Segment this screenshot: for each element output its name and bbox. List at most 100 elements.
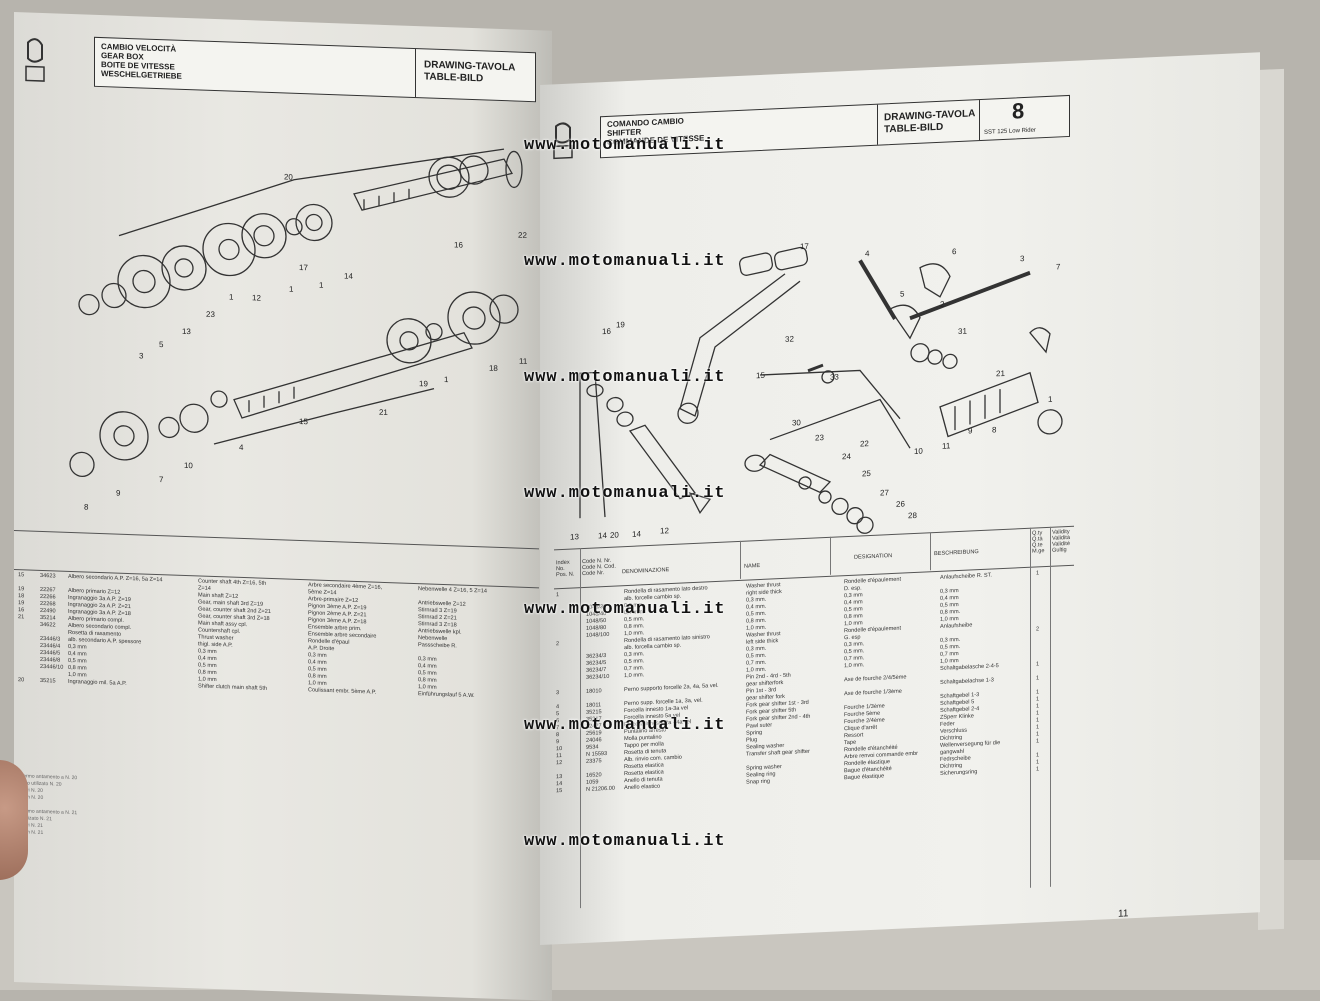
callout-label: 30 bbox=[792, 418, 801, 427]
callout-label: 12 bbox=[252, 293, 261, 302]
callout-label: 14 bbox=[598, 531, 607, 540]
callout-label: 1 bbox=[319, 281, 324, 290]
table-cell-code: N 21206.00 bbox=[586, 785, 615, 793]
callout-label: 9 bbox=[116, 489, 121, 498]
table-cell-name: Snap ring bbox=[746, 778, 770, 786]
callout-label: 11 bbox=[519, 357, 528, 366]
callout-label: 7 bbox=[1056, 262, 1061, 271]
callout-label: 1 bbox=[1048, 395, 1053, 404]
watermark-text: www.motomanuali.it bbox=[524, 136, 726, 155]
callout-label: 11 bbox=[942, 441, 951, 450]
callout-label: 8 bbox=[992, 425, 997, 434]
callout-label: 23 bbox=[206, 310, 215, 319]
left-header-line: WESCHELGETRIEBE bbox=[101, 69, 182, 81]
callout-label: 31 bbox=[958, 327, 967, 336]
watermark-text: www.motomanuali.it bbox=[524, 600, 726, 619]
callout-label: 27 bbox=[880, 488, 889, 497]
table-cell-code: 23446/10 bbox=[40, 663, 64, 671]
finger-holding-page bbox=[0, 760, 28, 880]
callout-label: 4 bbox=[865, 249, 870, 258]
table-cell-qty: 1 bbox=[1036, 766, 1040, 773]
page-number: 11 bbox=[1118, 908, 1129, 920]
callout-label: 3 bbox=[139, 351, 144, 360]
callout-label: 10 bbox=[184, 461, 193, 470]
table-cell-qty: 1 bbox=[1036, 675, 1040, 682]
watermark-text: www.motomanuali.it bbox=[524, 484, 726, 503]
watermark-text: www.motomanuali.it bbox=[524, 368, 726, 387]
callout-label: 21 bbox=[379, 408, 388, 417]
table-cell-beschreibung: Einführungslauf 5 A.W. bbox=[418, 691, 475, 700]
callout-label: 1 bbox=[444, 375, 449, 384]
callout-label: 19 bbox=[419, 379, 428, 388]
callout-label: 19 bbox=[616, 320, 625, 329]
watermark-text: www.motomanuali.it bbox=[524, 832, 726, 851]
callout-label: 5 bbox=[159, 340, 164, 349]
table-cell-index: 15 bbox=[18, 572, 25, 579]
callout-label: 16 bbox=[454, 240, 463, 249]
callout-label: 8 bbox=[84, 502, 89, 511]
drawing-number: 8 bbox=[1012, 98, 1025, 124]
left-page: CAMBIO VELOCITÀ GEAR BOX BOITE DE VITESS… bbox=[14, 12, 552, 1001]
table-divider bbox=[740, 540, 741, 579]
table-cell-beschreibung: Sicherungsring bbox=[940, 769, 978, 777]
callout-label: 25 bbox=[862, 469, 871, 478]
callout-label: 28 bbox=[908, 511, 917, 520]
callout-label: 15 bbox=[756, 371, 765, 380]
callout-label: 33 bbox=[830, 372, 839, 381]
callout-label: 1 bbox=[229, 293, 234, 302]
callout-label: 7 bbox=[159, 475, 164, 484]
th-name: NAME bbox=[744, 563, 761, 570]
right-page: COMANDO CAMBIO SHIFTER COMMANDE DE VITES… bbox=[540, 52, 1260, 945]
callout-label: 23 bbox=[815, 433, 824, 442]
table-cell-qty: 1 bbox=[1036, 661, 1040, 668]
table-cell-index: 12 bbox=[556, 759, 563, 767]
watermark-text: www.motomanuali.it bbox=[524, 716, 726, 735]
table-cell-code: 35215 bbox=[40, 677, 56, 685]
callout-label: 6 bbox=[952, 247, 957, 256]
callout-label: 20 bbox=[284, 172, 293, 181]
callout-label: 22 bbox=[860, 439, 869, 448]
table-cell-index: 21 bbox=[18, 614, 25, 621]
callout-label: 22 bbox=[518, 231, 527, 240]
callout-label: 2 bbox=[940, 300, 945, 309]
callout-label: 26 bbox=[896, 499, 905, 508]
th-designation: DESIGNATION bbox=[854, 553, 893, 561]
left-header-box: CAMBIO VELOCITÀ GEAR BOX BOITE DE VITESS… bbox=[94, 36, 536, 103]
callout-label: 16 bbox=[602, 327, 611, 336]
table-cell-qty: 1 bbox=[1036, 738, 1040, 745]
table-cell-designation: Coulissant embr. 5ème A.P. bbox=[308, 687, 377, 696]
callout-label: 13 bbox=[182, 327, 191, 336]
callout-label: 3 bbox=[1020, 254, 1025, 263]
callout-label: 21 bbox=[996, 369, 1005, 378]
left-logo-icon bbox=[24, 36, 46, 87]
th-index: Index No. Pos. N. bbox=[556, 559, 575, 579]
page-stack-edge bbox=[1258, 68, 1284, 931]
model-label: SST 125 Low Rider bbox=[984, 127, 1036, 136]
right-logo-icon bbox=[552, 121, 574, 162]
callout-label: 24 bbox=[842, 452, 851, 461]
callout-label: 18 bbox=[489, 364, 498, 373]
callout-label: 1 bbox=[289, 285, 294, 294]
callout-label: 12 bbox=[660, 526, 669, 535]
callout-label: 32 bbox=[785, 334, 794, 343]
callout-label: 5 bbox=[900, 289, 905, 298]
callout-label: 4 bbox=[239, 443, 244, 452]
th-validity: Validity Validità Validité Gultig bbox=[1052, 528, 1070, 554]
table-cell-qty: 2 bbox=[1036, 626, 1040, 633]
shifter-exploded-diagram: 17 4 6 3 5 7 16 19 32 2 31 33 15 21 30 2… bbox=[570, 242, 1063, 542]
table-cell-index: 15 bbox=[556, 787, 563, 795]
table-cell-code: 34623 bbox=[40, 572, 56, 580]
